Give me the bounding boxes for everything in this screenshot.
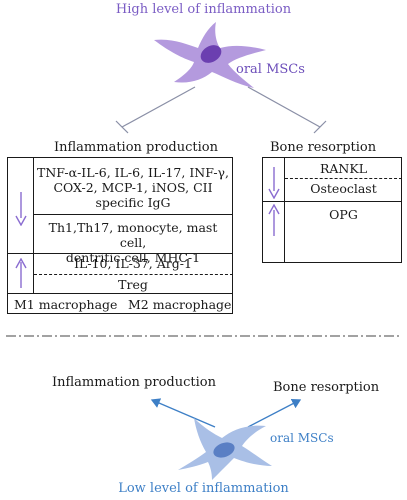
m2-macrophage-label: M2 macrophage (128, 297, 232, 312)
cell-nucleus (200, 45, 222, 63)
oral-msc-cell-top (154, 22, 266, 88)
bone-resorption-table: RANKL Osteoclast OPG (262, 157, 402, 263)
bone-dashed-separator (285, 178, 402, 179)
oral-msc-cell-bottom (178, 418, 272, 480)
up-row-1: IL-10, IL-37, Arg-1 (74, 256, 192, 271)
cell-nucleus (213, 442, 235, 458)
inflammation-table: TNF-α-IL-6, IL-6, IL-17, INF-γ, COX-2, M… (7, 157, 233, 314)
inhibit-bar-left (115, 120, 129, 134)
down-row-1-line-2: COX-2, MCP-1, iNOS, CII (53, 180, 213, 195)
bottom-bone-label: Bone resorption (273, 380, 380, 395)
osteoclast-label: Osteoclast (310, 181, 377, 196)
right-panel-heading: Bone resorption (270, 140, 377, 155)
down-row-1-line-3: specific IgG (95, 195, 171, 210)
up-col-divider (33, 253, 34, 293)
bone-down-arrow-icon (268, 167, 280, 199)
inhibit-line-left (121, 86, 196, 128)
left-panel-heading: Inflammation production (54, 140, 218, 155)
section-divider (6, 335, 402, 337)
inhibit-line-right (247, 86, 321, 128)
msc-label-top: oral MSCs (236, 62, 305, 77)
down-row-1: TNF-α-IL-6, IL-6, IL-17, INF-γ, COX-2, M… (34, 165, 232, 210)
footer-separator (8, 293, 233, 294)
down-row-2-line-1: Th1,Th17, monocyte, mast cell, (48, 220, 218, 250)
low-inflammation-title: Low level of inflammation (118, 481, 289, 496)
down-col-divider (33, 158, 34, 253)
high-inflammation-title: High level of inflammation (115, 2, 292, 17)
bone-group-separator (263, 201, 402, 202)
down-row-1-line-1: TNF-α-IL-6, IL-6, IL-17, INF-γ, (37, 165, 229, 180)
arrow-to-bone (247, 398, 302, 428)
m1-macrophage-label: M1 macrophage (14, 297, 118, 312)
down-arrow-icon (15, 192, 27, 226)
up-arrow-icon (15, 258, 27, 288)
group-separator (8, 253, 233, 254)
up-row-dashed-separator (34, 274, 233, 275)
bottom-inflammation-label: Inflammation production (52, 375, 216, 390)
inhibit-bar-right (313, 120, 327, 134)
opg-label: OPG (329, 207, 358, 222)
msc-label-bottom: oral MSCs (270, 431, 334, 445)
bone-up-arrow-icon (268, 204, 280, 236)
down-row-separator (34, 214, 233, 215)
up-row-2: Treg (118, 277, 148, 292)
rankl-label: RANKL (319, 161, 367, 176)
bone-col-divider (284, 158, 285, 263)
arrow-to-inflammation (150, 398, 216, 428)
